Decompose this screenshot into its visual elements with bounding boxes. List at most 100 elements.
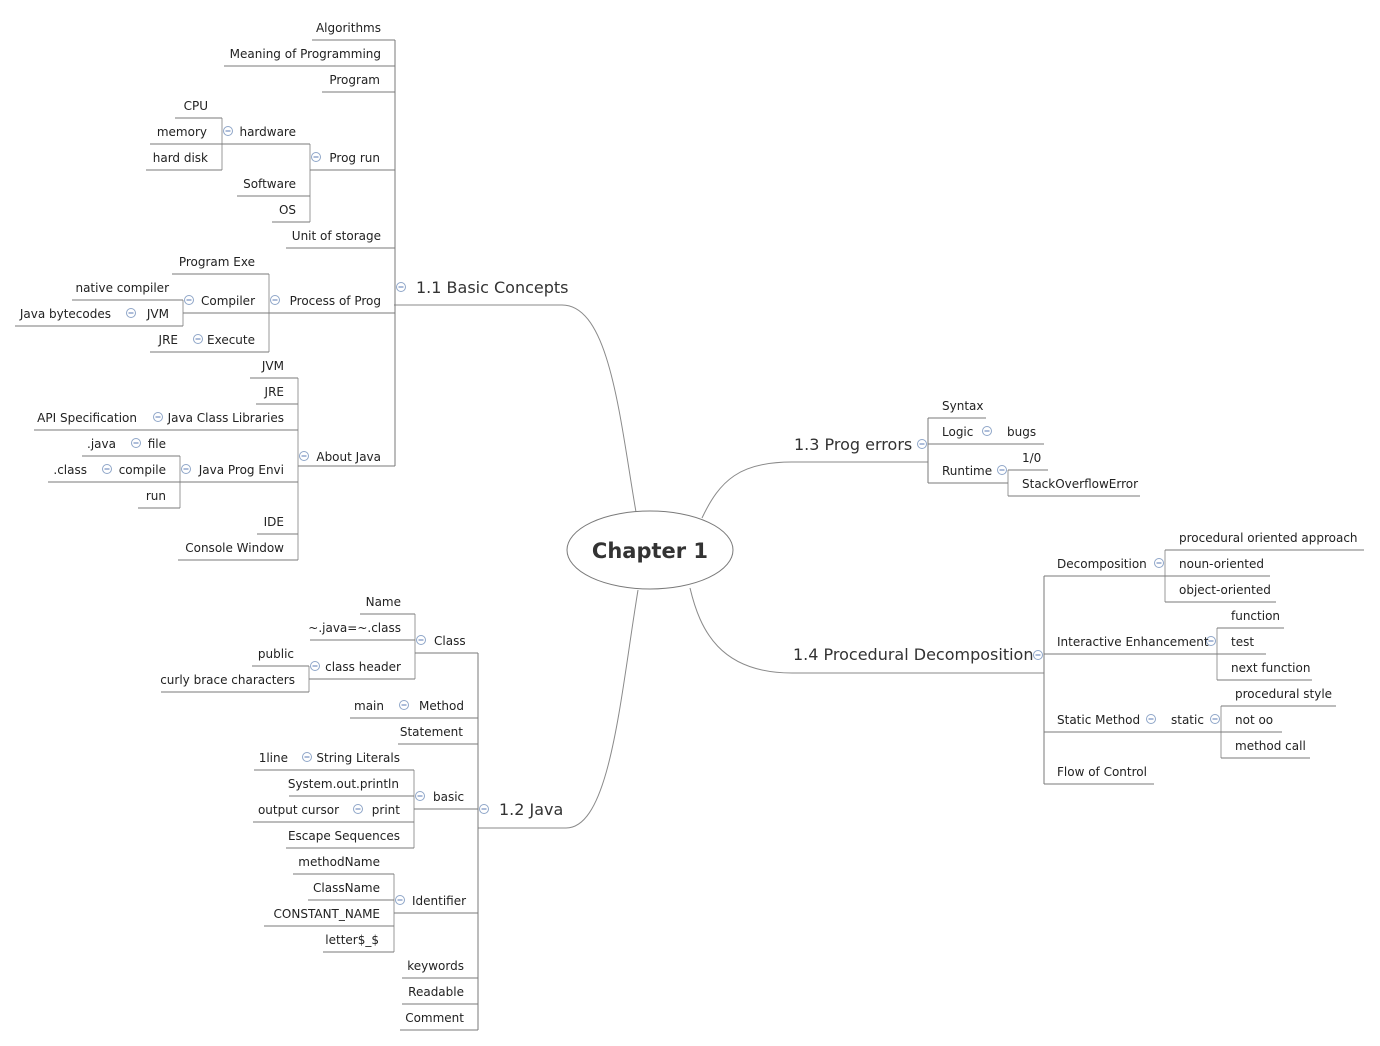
node-algorithms[interactable]: Algorithms [312, 21, 395, 41]
node-about-java[interactable]: About Java [298, 450, 395, 467]
collapse-icon[interactable] [1033, 650, 1043, 660]
node-identifier[interactable]: Identifier [394, 894, 478, 914]
node-java-bytecodes[interactable]: Java bytecodes [15, 307, 125, 327]
node-os[interactable]: OS [272, 203, 310, 223]
node-ide[interactable]: IDE [257, 515, 298, 535]
node-system-out-println[interactable]: System.out.println [288, 777, 414, 797]
node-letters[interactable]: letter$_$ [323, 933, 394, 953]
node-program-exe[interactable]: Program Exe [172, 255, 269, 275]
collapse-icon[interactable] [193, 334, 203, 344]
central-topic[interactable]: Chapter 1 [566, 510, 734, 590]
collapse-icon[interactable] [1210, 714, 1220, 724]
node-program[interactable]: Program [322, 73, 395, 93]
node-output-cursor[interactable]: output cursor [253, 803, 352, 823]
node-div-zero[interactable]: 1/0 [1008, 451, 1048, 471]
node-not-oo[interactable]: not oo [1221, 713, 1282, 733]
node-keywords[interactable]: keywords [402, 959, 478, 979]
node-method-name[interactable]: methodName [293, 855, 394, 875]
node-jre-execute[interactable]: JRE [150, 333, 192, 353]
node-comment[interactable]: Comment [400, 1011, 478, 1031]
node-console-window[interactable]: Console Window [178, 541, 298, 561]
node-test[interactable]: test [1217, 635, 1266, 655]
node-software[interactable]: Software [237, 177, 310, 197]
collapse-icon[interactable] [1154, 558, 1164, 568]
node-class[interactable]: Class [415, 634, 478, 654]
collapse-icon[interactable] [415, 791, 425, 801]
node-next-function[interactable]: next function [1217, 661, 1312, 681]
node-java-prog-envi[interactable]: Java Prog Envi [180, 463, 298, 483]
node-class-name[interactable]: ClassName [308, 881, 394, 901]
node-bugs[interactable]: bugs [993, 425, 1044, 445]
collapse-icon[interactable] [153, 412, 163, 422]
collapse-icon[interactable] [1206, 636, 1216, 646]
node-compile[interactable]: compile [101, 463, 180, 483]
collapse-icon[interactable] [311, 152, 321, 162]
node-1line[interactable]: 1line [254, 751, 301, 771]
topic-basic-concepts[interactable]: 1.1 Basic Concepts [416, 278, 568, 297]
collapse-icon[interactable] [982, 426, 992, 436]
node-runtime[interactable]: Runtime [928, 464, 1008, 484]
collapse-icon[interactable] [479, 804, 489, 814]
node-compiler[interactable]: Compiler [183, 294, 269, 314]
node-escape-sequences[interactable]: Escape Sequences [286, 829, 414, 849]
node-noun-oriented[interactable]: noun-oriented [1165, 557, 1270, 577]
node-procedural-style[interactable]: procedural style [1221, 687, 1336, 707]
node-static-method[interactable]: Static Method [1044, 713, 1157, 733]
node-stack-overflow[interactable]: StackOverflowError [1008, 477, 1140, 497]
node-constant-name[interactable]: CONSTANT_NAME [264, 907, 394, 927]
collapse-icon[interactable] [1146, 714, 1156, 724]
collapse-icon[interactable] [396, 282, 406, 292]
collapse-icon[interactable] [302, 752, 312, 762]
topic-java[interactable]: 1.2 Java [499, 800, 563, 819]
node-meaning-of-programming[interactable]: Meaning of Programming [224, 47, 395, 67]
node-dot-java[interactable]: .java [82, 437, 130, 457]
node-main[interactable]: main [350, 699, 398, 719]
collapse-icon[interactable] [416, 635, 426, 645]
node-memory[interactable]: memory [150, 125, 222, 145]
node-basic[interactable]: basic [414, 790, 478, 810]
topic-procedural-decomposition[interactable]: 1.4 Procedural Decomposition [793, 645, 1033, 664]
node-interactive-enhancement[interactable]: Interactive Enhancement [1044, 635, 1217, 655]
node-statement[interactable]: Statement [398, 725, 478, 745]
collapse-icon[interactable] [997, 465, 1007, 475]
node-unit-of-storage[interactable]: Unit of storage [286, 229, 395, 249]
node-method-call[interactable]: method call [1221, 739, 1310, 759]
node-jvm-compiler[interactable]: JVM [125, 307, 183, 327]
collapse-icon[interactable] [223, 126, 233, 136]
node-function[interactable]: function [1217, 609, 1284, 629]
node-procedural-oriented-approach[interactable]: procedural oriented approach [1165, 531, 1364, 551]
node-java-equals-class[interactable]: ~.java=~.class [308, 621, 415, 641]
topic-prog-errors[interactable]: 1.3 Prog errors [794, 435, 912, 454]
node-print[interactable]: print [352, 803, 414, 823]
node-jvm[interactable]: JVM [250, 359, 298, 379]
collapse-icon[interactable] [131, 438, 141, 448]
collapse-icon[interactable] [126, 308, 136, 318]
node-file[interactable]: file [130, 437, 180, 457]
node-decomposition[interactable]: Decomposition [1044, 557, 1165, 577]
node-curly-brace[interactable]: curly brace characters [160, 673, 309, 693]
collapse-icon[interactable] [102, 464, 112, 474]
node-execute[interactable]: Execute [192, 333, 269, 353]
node-syntax[interactable]: Syntax [928, 399, 986, 419]
collapse-icon[interactable] [184, 295, 194, 305]
node-string-literals[interactable]: String Literals [301, 751, 414, 771]
node-name[interactable]: Name [360, 595, 415, 615]
node-flow-of-control[interactable]: Flow of Control [1044, 765, 1154, 785]
collapse-icon[interactable] [181, 464, 191, 474]
node-method[interactable]: Method [398, 699, 478, 719]
collapse-icon[interactable] [270, 295, 280, 305]
node-dot-class[interactable]: .class [48, 463, 101, 483]
node-jre[interactable]: JRE [256, 385, 298, 405]
collapse-icon[interactable] [299, 451, 309, 461]
node-static[interactable]: static [1157, 713, 1221, 733]
node-process-of-prog[interactable]: Process of Prog [269, 294, 395, 314]
node-native-compiler[interactable]: native compiler [72, 281, 183, 301]
node-readable[interactable]: Readable [402, 985, 478, 1005]
collapse-icon[interactable] [395, 895, 405, 905]
collapse-icon[interactable] [399, 700, 409, 710]
collapse-icon[interactable] [353, 804, 363, 814]
node-public[interactable]: public [252, 647, 309, 667]
node-hard-disk[interactable]: hard disk [146, 151, 222, 171]
node-logic[interactable]: Logic [928, 425, 993, 445]
node-api-specification[interactable]: API Specification [34, 411, 152, 431]
